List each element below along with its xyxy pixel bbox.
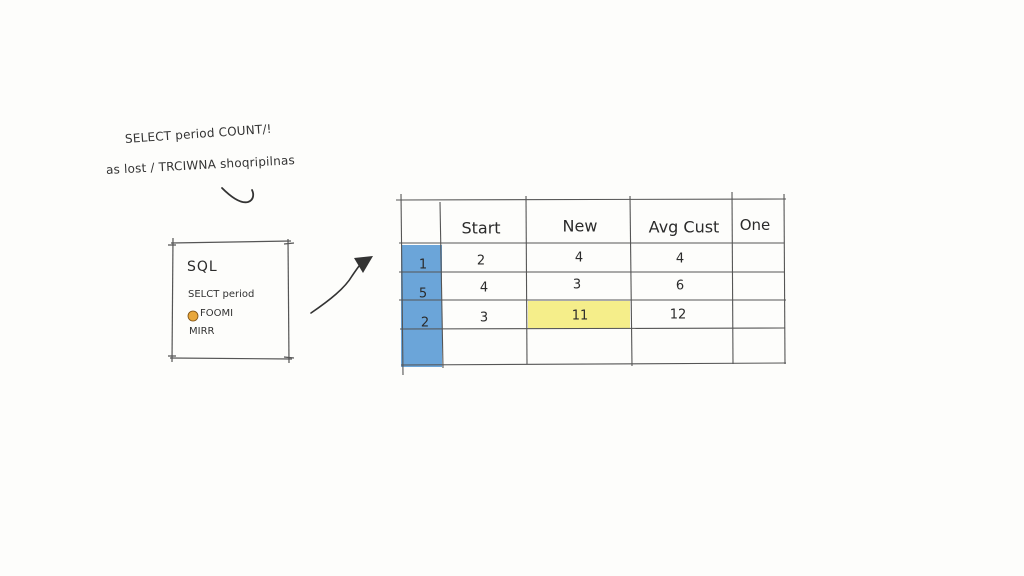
table-cell-highlighted: 11 [571, 308, 589, 324]
column-header-start: Start [461, 218, 501, 238]
table-cell: 2 [476, 253, 486, 269]
sql-box [168, 237, 295, 364]
row-label: 1 [418, 257, 428, 273]
table-cell: 4 [675, 251, 685, 267]
row-label-column [401, 245, 442, 367]
row-label: 5 [418, 286, 428, 302]
table-cell: 3 [479, 310, 489, 326]
table-cell: 6 [675, 278, 685, 294]
curl-mark [221, 187, 255, 204]
highlight-cell [528, 301, 630, 328]
table-grid [395, 191, 787, 376]
sql-box-title: SQL [187, 259, 218, 275]
row-label: 2 [420, 315, 430, 331]
marker-dot [187, 310, 199, 322]
table-cell: 4 [574, 250, 584, 266]
table-cell: 4 [479, 280, 489, 296]
table-cell: 12 [669, 307, 687, 323]
column-header-avg-cust: Avg Cust [648, 217, 720, 237]
table-cell: 3 [572, 277, 582, 293]
column-header-new: New [562, 216, 598, 236]
sql-box-line-1: SELCT period [188, 289, 255, 300]
sql-box-line-3: MIRR [189, 326, 215, 337]
arrow-icon [310, 256, 373, 314]
column-header-one: One [739, 216, 771, 234]
sql-box-line-2: FOOMI [200, 308, 234, 319]
